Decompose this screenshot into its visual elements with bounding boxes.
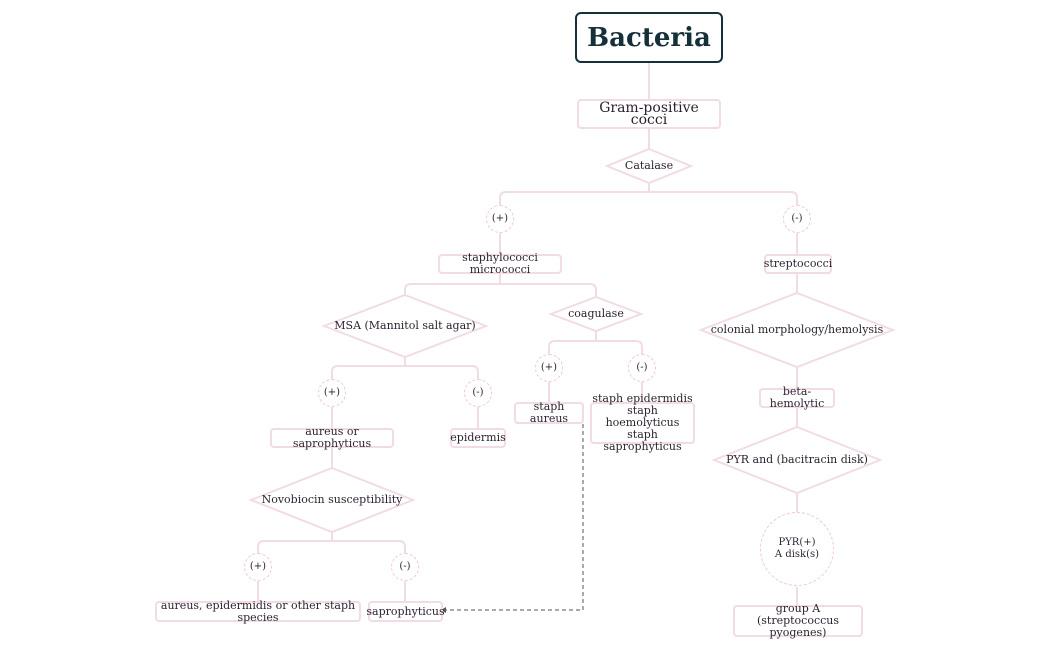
catalase-positive-circle: (+): [486, 205, 514, 233]
beta-hemolytic-node: beta-hemolytic: [759, 386, 835, 410]
root-node-bacteria: Bacteria: [575, 12, 723, 63]
catalase-diamond: [604, 147, 694, 185]
coagulase-label: coagulase: [568, 307, 624, 320]
msa-label: MSA (Mannitol salt agar): [334, 319, 476, 332]
cross-link-arrow: [441, 607, 446, 613]
coagulase-negative-circle: (-): [628, 354, 656, 382]
streptococci-node: streptococci: [764, 254, 832, 274]
staphylococci-micrococci-node: staphylococci micrococci: [438, 252, 562, 276]
novobiocin-positive-circle: (+): [244, 553, 272, 581]
novobiocin-negative-circle: (-): [391, 553, 419, 581]
gram-positive-cocci-node: Gram-positive cocci: [577, 99, 721, 129]
pyr-bacitracin-label: PYR and (bacitracin disk): [726, 453, 868, 466]
pyr-diamond: [711, 425, 883, 495]
pyr-positive-circle: PYR(+) A disk(s): [760, 512, 834, 586]
epidermis-node: epidermis: [450, 428, 506, 448]
group-a-streptococcus-node: group A (streptococcus pyogenes): [733, 603, 863, 639]
msa-diamond: [321, 293, 489, 359]
aureus-or-saprophyticus-node: aureus or saprophyticus: [270, 426, 394, 450]
staph-aureus-node: staph aureus: [514, 401, 584, 425]
msa-positive-circle: (+): [318, 379, 346, 407]
coagulase-positive-circle: (+): [535, 354, 563, 382]
coagulase-diamond: [548, 295, 644, 333]
colonial-morphology-label: colonial morphology/hemolysis: [710, 323, 884, 336]
colonial-diamond: [698, 291, 896, 369]
staph-coagulase-negative-list-node: staph epidermidis staph hoemolyticus sta…: [590, 393, 695, 453]
catalase-label: Catalase: [624, 159, 674, 172]
catalase-negative-circle: (-): [783, 205, 811, 233]
aureus-epidermidis-other-node: aureus, epidermidis or other staph speci…: [155, 599, 361, 623]
msa-negative-circle: (-): [464, 379, 492, 407]
novobiocin-label: Novobiocin susceptibility: [261, 493, 403, 506]
cross-link-line: [441, 424, 584, 611]
saprophyticus-node: saprophyticus: [366, 601, 445, 622]
novobiocin-diamond: [248, 466, 416, 534]
